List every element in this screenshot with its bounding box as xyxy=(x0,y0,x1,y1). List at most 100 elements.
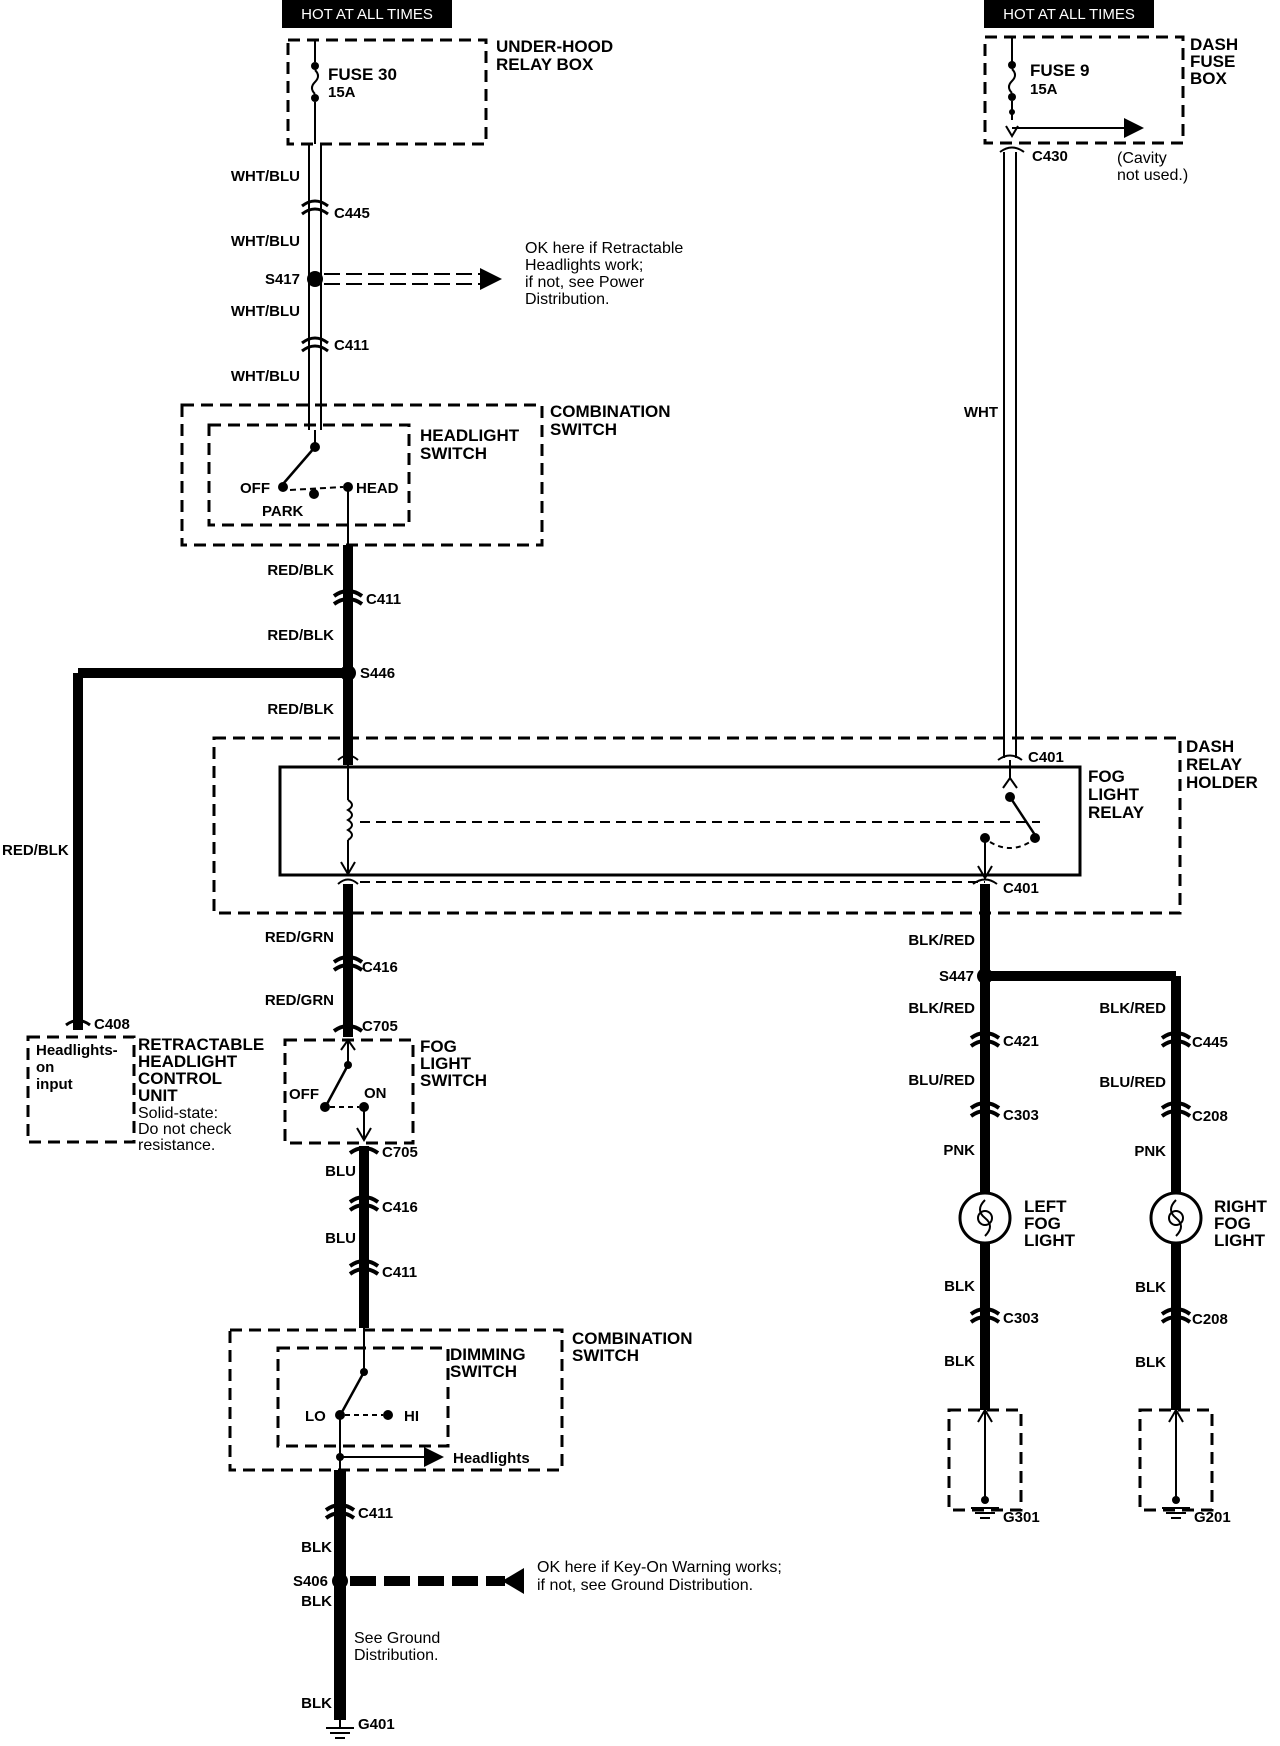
connector-label: C208 xyxy=(1192,1311,1228,1328)
wire-label: BLK xyxy=(1135,1354,1166,1371)
wire-label: BLK/RED xyxy=(1099,1000,1166,1017)
wire-label: BLK xyxy=(944,1278,975,1295)
wire-wht xyxy=(1003,152,1017,758)
dash-fuse-label-1: DASH xyxy=(1190,35,1238,54)
fuse-9-name: FUSE 9 xyxy=(1030,61,1090,80)
fog-switch-label-2: LIGHT xyxy=(420,1054,472,1073)
connector-c416 xyxy=(348,1195,380,1212)
left-fog-light-bulb xyxy=(958,1191,1012,1245)
retractable-headlight-control-unit xyxy=(26,1035,136,1144)
wire-to-retractable-power xyxy=(324,268,502,290)
combination-switch-top xyxy=(180,403,544,547)
retractable-note-2: Do not check xyxy=(138,1121,232,1138)
headlights-on-input-1: Headlights- xyxy=(36,1042,118,1059)
fuse-9 xyxy=(1005,37,1144,138)
note-retractable-2: Headlights work; xyxy=(525,257,643,274)
connector-c445 xyxy=(1160,1031,1192,1048)
connector-c303 xyxy=(969,1101,1001,1118)
splice-label: S447 xyxy=(939,968,974,985)
connector-label: C401 xyxy=(1028,749,1064,766)
under-hood-label-2: RELAY BOX xyxy=(496,55,594,74)
ground-symbol-g301 xyxy=(971,1408,999,1519)
connector-c430 xyxy=(999,146,1025,153)
note-retractable-1: OK here if Retractable xyxy=(525,240,683,257)
combination-switch-label-2: SWITCH xyxy=(550,420,617,439)
under-hood-label-1: UNDER-HOOD xyxy=(496,37,613,56)
switch-pos-hi: HI xyxy=(404,1408,419,1425)
connector-c208 xyxy=(1160,1101,1192,1118)
switch-pos-lo: LO xyxy=(305,1408,326,1425)
connector-label: C421 xyxy=(1003,1033,1039,1050)
wire-label: WHT/BLU xyxy=(231,303,300,320)
fog-relay-label-2: LIGHT xyxy=(1088,785,1140,804)
splice-label: S417 xyxy=(265,271,300,288)
connector-c411 xyxy=(332,589,364,606)
dash-fuse-box xyxy=(983,35,1185,145)
hot-badge-left: HOT AT ALL TIMES xyxy=(282,0,452,28)
note-retractable-4: Distribution. xyxy=(525,291,609,308)
note-see-ground-2: Distribution. xyxy=(354,1647,438,1664)
left-fog-label-3: LIGHT xyxy=(1024,1231,1076,1250)
connector-c445 xyxy=(301,199,329,216)
headlight-switch-label-1: HEADLIGHT xyxy=(420,426,520,445)
retractable-note-3: resistance. xyxy=(138,1137,215,1154)
headlights-on-input-2: on xyxy=(36,1059,54,1076)
connector-label: C705 xyxy=(362,1018,398,1035)
wire-label: RED/BLK xyxy=(267,701,334,718)
retractable-label-1: RETRACTABLE xyxy=(138,1035,264,1054)
wire-label: RED/BLK xyxy=(267,627,334,644)
note-see-ground-1: See Ground xyxy=(354,1630,440,1647)
ground-box-g201 xyxy=(1138,1408,1214,1512)
wire-wht-blu xyxy=(308,144,322,430)
headlights-label: Headlights xyxy=(453,1450,530,1467)
ground-label: G201 xyxy=(1194,1509,1231,1526)
connector-label: C445 xyxy=(1192,1034,1228,1051)
dimming-switch-label-2: SWITCH xyxy=(450,1362,517,1381)
retractable-label-2: HEADLIGHT xyxy=(138,1052,238,1071)
wire-label: BLK/RED xyxy=(908,1000,975,1017)
right-fog-label-2: FOG xyxy=(1214,1214,1251,1233)
wire-label: WHT/BLU xyxy=(231,168,300,185)
retractable-note-1: Solid-state: xyxy=(138,1105,218,1122)
wire-label: WHT/BLU xyxy=(231,368,300,385)
retractable-label-3: CONTROL xyxy=(138,1069,222,1088)
fog-light-relay xyxy=(278,765,1082,877)
connector-c408 xyxy=(65,1019,91,1027)
splice-label: S406 xyxy=(293,1573,328,1590)
combination-switch-bottom-1: COMBINATION xyxy=(572,1329,693,1348)
right-fog-light-bulb xyxy=(1149,1191,1203,1245)
connector-label: C416 xyxy=(362,959,398,976)
note-cavity-2: not used.) xyxy=(1117,167,1188,184)
connector-c421 xyxy=(969,1031,1001,1048)
fog-switch-label-3: SWITCH xyxy=(420,1071,487,1090)
ground-label: G401 xyxy=(358,1716,395,1733)
ground-box-g301 xyxy=(947,1408,1023,1512)
fuse-9-rating: 15A xyxy=(1030,81,1058,98)
left-fog-label-2: FOG xyxy=(1024,1214,1061,1233)
switch-pos-head: HEAD xyxy=(356,480,399,497)
ground-symbol-g201 xyxy=(1162,1408,1190,1519)
connector-label: C411 xyxy=(382,1264,417,1281)
dash-relay-holder-label-1: DASH xyxy=(1186,737,1234,756)
wire-label: BLU xyxy=(325,1230,356,1247)
svg-text:HOT AT ALL TIMES: HOT AT ALL TIMES xyxy=(1003,6,1135,23)
switch-pos-park: PARK xyxy=(262,503,304,520)
wire-label: BLK/RED xyxy=(908,932,975,949)
connector-label: C430 xyxy=(1032,148,1068,165)
connector-c705 xyxy=(332,1024,364,1033)
connector-label: C705 xyxy=(382,1144,418,1161)
combination-switch-bottom-2: SWITCH xyxy=(572,1346,639,1365)
fog-relay-label-3: RELAY xyxy=(1088,803,1145,822)
switch-pos-on: ON xyxy=(364,1085,387,1102)
connector-label: C303 xyxy=(1003,1107,1039,1124)
wire-label: BLU/RED xyxy=(908,1072,975,1089)
splice-s406 xyxy=(332,1573,348,1589)
dash-fuse-label-3: BOX xyxy=(1190,69,1228,88)
headlight-switch-contacts xyxy=(278,430,353,545)
fuse-30-name: FUSE 30 xyxy=(328,65,397,84)
connector-label: C303 xyxy=(1003,1310,1039,1327)
fuse-30 xyxy=(311,40,319,144)
connector-label: C411 xyxy=(334,337,369,354)
wire-label: RED/GRN xyxy=(265,929,334,946)
svg-text:HOT AT ALL TIMES: HOT AT ALL TIMES xyxy=(301,6,433,23)
